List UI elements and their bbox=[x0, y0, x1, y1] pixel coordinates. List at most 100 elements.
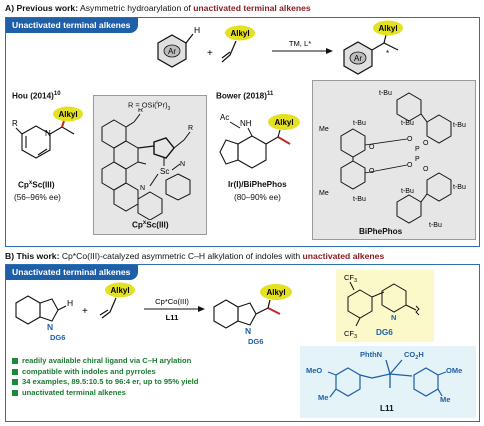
tbu-3: t-Bu bbox=[401, 120, 414, 127]
product-arene-label: Ar bbox=[354, 54, 362, 63]
cf3-bottom: CF3 bbox=[344, 329, 357, 340]
tbu-5: t-Bu bbox=[353, 196, 366, 203]
indole-dg: DG6 bbox=[50, 333, 65, 342]
r-substituent-2: R bbox=[188, 125, 193, 132]
tbu-4: t-Bu bbox=[353, 120, 366, 127]
dg6-label: DG6 bbox=[376, 328, 393, 337]
alkyl-label-a1: Alkyl bbox=[230, 29, 249, 38]
o-6: O bbox=[423, 166, 429, 173]
section-b-tab: Unactivated terminal alkenes bbox=[6, 265, 139, 280]
bullet-marker bbox=[12, 379, 18, 386]
o-1: O bbox=[407, 136, 413, 143]
acetyl-label: Ac bbox=[220, 113, 229, 122]
section-a-title-text: Asymmetric hydroarylation of bbox=[78, 3, 194, 13]
section-a-letter: A) Previous work: bbox=[5, 3, 79, 13]
reaction-arrow-a: TM, L* bbox=[272, 39, 333, 54]
ligand-structure: PhthN CO2H MeO Me OMe Me bbox=[306, 350, 462, 404]
scheme-b-plus: + bbox=[82, 306, 88, 317]
product-n: N bbox=[245, 326, 251, 336]
dg6-box: CF3 CF3 N DG6 bbox=[336, 270, 434, 342]
alkyl-label-a2: Alkyl bbox=[378, 24, 397, 33]
alkyl-label-hou: Alkyl bbox=[58, 110, 77, 119]
co2h-label: CO2H bbox=[404, 350, 424, 361]
hou-ee: (56–96% ee) bbox=[14, 193, 61, 202]
alkene-reagent-b: Alkyl bbox=[99, 282, 135, 319]
bower-catalyst: Ir(I)/BiPhePhos bbox=[228, 180, 287, 189]
nh-label: NH bbox=[240, 119, 252, 128]
hou-catalyst: CpxSc(III) bbox=[18, 180, 55, 190]
alkyl-label-b2: Alkyl bbox=[266, 288, 285, 297]
highlight-item-4: unactivated terminal alkenes bbox=[12, 388, 198, 399]
amine-n-2: N bbox=[140, 185, 145, 192]
cf3-top: CF3 bbox=[344, 273, 357, 284]
o-2: O bbox=[423, 140, 429, 147]
section-b-letter: B) This work: bbox=[5, 251, 60, 261]
arene-h: H bbox=[194, 25, 200, 35]
biphephos-structure: t-Bu t-Bu t-Bu O O P Me Me t-Bu t-Bu O O… bbox=[319, 90, 466, 229]
tbu-8: t-Bu bbox=[429, 222, 442, 229]
p-2: P bbox=[415, 156, 420, 163]
biphephos-box: t-Bu t-Bu t-Bu O O P Me Me t-Bu t-Bu O O… bbox=[312, 80, 476, 240]
bower-ee: (80–90% ee) bbox=[234, 193, 281, 202]
hou-box-label: CpxSc(III) bbox=[132, 220, 169, 230]
me-1: Me bbox=[319, 126, 329, 133]
tbu-1: t-Bu bbox=[379, 90, 392, 97]
indole-n: N bbox=[47, 322, 53, 332]
stereo-star: * bbox=[386, 49, 389, 58]
alkene-reagent: Alkyl bbox=[221, 25, 255, 63]
section-a-panel bbox=[5, 17, 480, 247]
section-b-panel bbox=[5, 264, 480, 422]
section-b-scheme: H N DG6 + Alkyl Cp*Co(III) L11 Alkyl bbox=[15, 282, 292, 344]
section-a-title: A) Previous work: Asymmetric hydroarylat… bbox=[5, 3, 311, 13]
alkyl-label-bower: Alkyl bbox=[274, 118, 293, 127]
dg6-structure: CF3 CF3 N bbox=[344, 273, 420, 340]
conditions-b: Cp*Co(III) bbox=[155, 297, 189, 306]
r-substituent-1: R bbox=[138, 108, 143, 114]
me-right: Me bbox=[440, 395, 450, 404]
highlight-item-1: readily available chiral ligand via C–H … bbox=[12, 356, 198, 367]
o-5: O bbox=[407, 162, 413, 169]
me-left: Me bbox=[318, 393, 328, 402]
ligand-b: L11 bbox=[166, 313, 179, 322]
bower-ref: Bower (2018)11 bbox=[216, 91, 274, 101]
section-b-title: B) This work: Cp*Co(III)-catalyzed asymm… bbox=[5, 251, 384, 261]
arene-ring: Ar H bbox=[157, 25, 200, 68]
scheme-plus: + bbox=[207, 48, 213, 59]
ome-label: OMe bbox=[446, 366, 462, 375]
conditions-a: TM, L* bbox=[289, 39, 311, 48]
cpx-sc-structure: R R Sc N N bbox=[101, 108, 193, 220]
bullet-marker bbox=[12, 368, 18, 375]
arene-label: Ar bbox=[168, 47, 176, 56]
indole-reactant: H N DG6 bbox=[15, 295, 73, 342]
r-definition: R = OSi(iPr)3 bbox=[128, 100, 171, 112]
amine-n-1: N bbox=[180, 161, 185, 168]
bullet-marker bbox=[12, 390, 18, 397]
phthn-label: PhthN bbox=[360, 350, 382, 359]
tbu-7: t-Bu bbox=[401, 188, 414, 195]
sc-atom: Sc bbox=[160, 167, 169, 176]
pyridine-r: R bbox=[12, 119, 18, 128]
alkyl-label-b1: Alkyl bbox=[110, 286, 129, 295]
product-a: Ar Alkyl * bbox=[343, 20, 403, 75]
meo-label: MeO bbox=[306, 366, 322, 375]
ligand-box: PhthN CO2H MeO Me OMe Me L11 bbox=[300, 346, 476, 418]
section-a-tab: Unactivated terminal alkenes bbox=[6, 18, 139, 33]
highlight-item-2: compatible with indoles and pyrroles bbox=[12, 367, 198, 378]
hou-pyridine: N R Alkyl bbox=[12, 106, 83, 159]
highlight-item-3: 34 examples, 89.5:10.5 to 96:4 er, up to… bbox=[12, 377, 198, 388]
section-a-title-highlight: unactivated terminal alkenes bbox=[193, 3, 311, 13]
dg6-n: N bbox=[391, 313, 396, 322]
p-1: P bbox=[415, 146, 420, 153]
bower-indane: Ac NH Alkyl bbox=[219, 113, 300, 169]
hou-ref: Hou (2014)10 bbox=[12, 91, 61, 101]
section-b-title-highlight: unactivated alkenes bbox=[302, 251, 385, 261]
me-2: Me bbox=[319, 190, 329, 197]
product-dg: DG6 bbox=[248, 337, 263, 344]
biphephos-label: BiPhePhos bbox=[359, 227, 403, 236]
tbu-2: t-Bu bbox=[453, 122, 466, 129]
ligand-label: L11 bbox=[380, 404, 394, 413]
indole-h: H bbox=[67, 298, 73, 308]
hou-catalyst-box: R = OSi(iPr)3 R R Sc N N bbox=[93, 95, 207, 235]
bullet-marker bbox=[12, 358, 18, 365]
